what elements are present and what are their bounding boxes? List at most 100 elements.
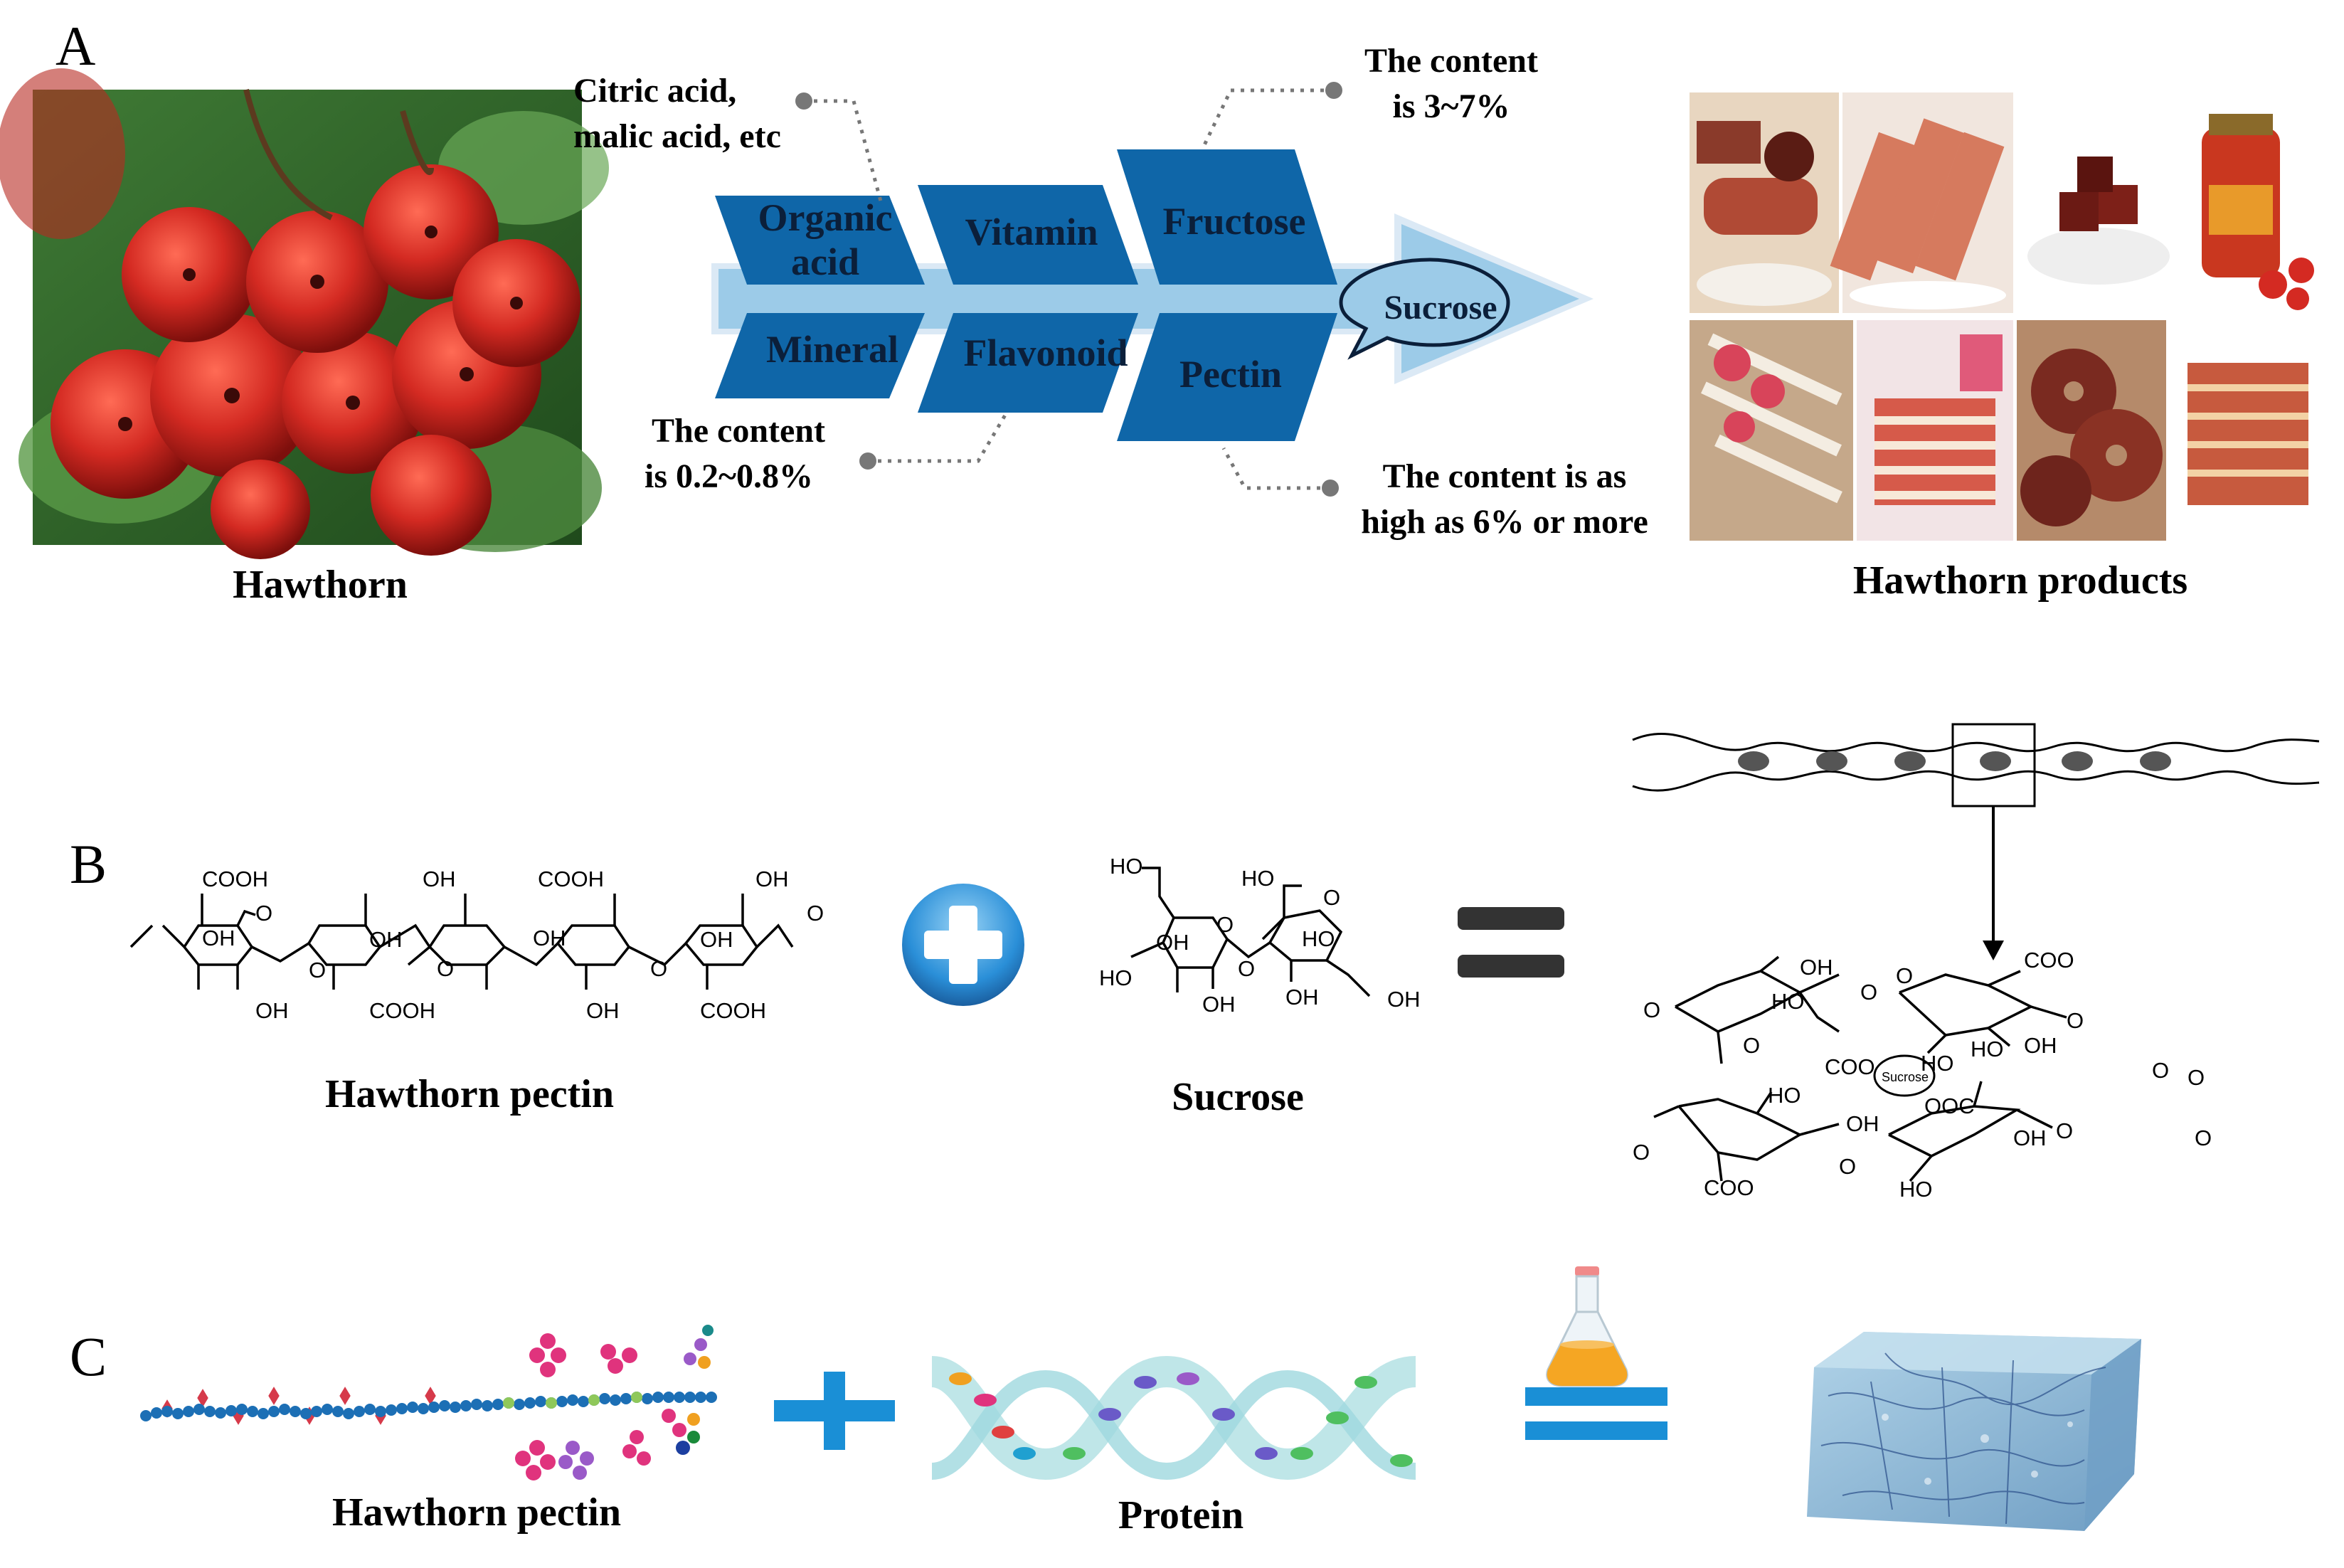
panel-label-b: B [70, 833, 107, 895]
chevron-label-organic-acid: Organic acid [758, 196, 893, 283]
note-organic-acid-line1: Citric acid, [573, 72, 737, 110]
pectin-label-cooh-1: COOH [202, 867, 268, 891]
chevron-fructose [1117, 149, 1337, 285]
note-mineral-line1: The content [652, 412, 825, 450]
sucrose-label-o-2: O [1323, 885, 1340, 910]
pectin-label-o-1: O [255, 901, 272, 926]
chevron-organic-acid [715, 196, 925, 285]
equals-icon-c [1525, 1387, 1667, 1440]
equals-icon-b [1458, 907, 1564, 978]
chevron-mineral [715, 313, 925, 398]
pectin-label-cooh-3: COOH [369, 998, 435, 1023]
complex-label-ho-4: HO [1768, 1083, 1801, 1108]
sucrose-label-ho-2: HO [1241, 866, 1275, 891]
note-mineral: The content is 0.2~0.8% [645, 408, 872, 499]
sucrose-label-o-3: O [1238, 956, 1255, 981]
sucrose-label-oh-2: OH [1202, 992, 1236, 1017]
note-mineral-line2: is 0.2~0.8% [645, 457, 813, 495]
sucrose-beads [1738, 751, 2171, 771]
protein-caption: Protein [1118, 1493, 1244, 1537]
hawthorn-products-caption: Hawthorn products [1852, 558, 2188, 603]
panel-label-c: C [70, 1325, 107, 1387]
gel-network-strand [1632, 732, 2320, 792]
pectin-label-oh-3: OH [202, 926, 235, 950]
complex-label-o-10: O [2187, 1065, 2205, 1090]
product-photo-5 [1690, 320, 1853, 541]
complex-label-o-1: O [1860, 980, 1877, 1005]
chevron-label-sucrose: Sucrose [1384, 289, 1497, 327]
complex-label-oh-2: OH [2024, 1033, 2057, 1058]
hawthorn-pectin-caption-b: Hawthorn pectin [325, 1072, 614, 1116]
hawthorn-caption: Hawthorn [233, 563, 408, 607]
flask-icon [1546, 1266, 1628, 1387]
hawthorn-products-collage [1690, 92, 2323, 541]
chevron-pectin [1117, 313, 1337, 441]
product-photo-2 [1830, 92, 2013, 313]
pectin-label-oh-7: OH [255, 998, 289, 1023]
hawthorn-pectin-caption-c: Hawthorn pectin [332, 1490, 621, 1535]
sucrose-label-ho-3: HO [1302, 926, 1335, 951]
pectin-label-o-2: O [309, 958, 326, 982]
hawthorn-pectin-structure: COOH OH COOH OH O OH OH OH OH O O O O OH… [129, 867, 824, 1023]
hawthorn-pectin-chain [140, 1325, 717, 1480]
sucrose-label-ho-1: HO [1110, 854, 1143, 879]
complex-label-coo-3: COO [1704, 1175, 1754, 1200]
pectin-label-oh-6: OH [700, 927, 733, 952]
annotation-connectors [795, 82, 1342, 497]
complex-label-ooc: OOC [1924, 1093, 1975, 1118]
chevron-label-pectin: Pectin [1179, 353, 1282, 396]
product-photo-3 [2017, 92, 2180, 313]
complex-label-o-6: O [2056, 1118, 2073, 1143]
gel-network-cube [1807, 1332, 2141, 1531]
complex-label-oh-4: OH [2013, 1125, 2047, 1150]
pectin-label-o-3: O [437, 956, 454, 981]
complex-label-coo-2: COO [1825, 1054, 1875, 1079]
complex-label-coo-1: COO [2024, 948, 2074, 973]
note-fructose-line1: The content [1364, 42, 1538, 80]
sucrose-speech-bubble [1339, 258, 1510, 360]
complex-label-oh-1: OH [1800, 955, 1833, 980]
product-photo-4 [2184, 92, 2323, 313]
sucrose-label-oh-4: OH [1387, 987, 1421, 1012]
complex-label-o-3: O [2067, 1008, 2084, 1033]
pectin-label-o-4: O [650, 956, 667, 981]
chevron-label-fructose: Fructose [1162, 200, 1306, 243]
product-photo-7 [2017, 320, 2166, 541]
complex-label-o-4: O [1643, 997, 1660, 1022]
protein-helix [930, 1355, 1417, 1480]
note-organic-acid-line2: malic acid, etc [573, 117, 781, 155]
sucrose-label-oh-3: OH [1285, 985, 1319, 1010]
pectin-label-cooh-4: COOH [700, 998, 766, 1023]
sucrose-label-o-1: O [1216, 912, 1234, 937]
note-pectin: The content is as high as 6% or more [1330, 454, 1679, 545]
pectin-label-oh-1: OH [423, 867, 456, 891]
complex-label-ho-3: HO [1921, 1051, 1954, 1076]
pectin-label-o-5: O [807, 901, 824, 926]
pectin-label-oh-4: OH [369, 927, 403, 952]
components-arrow-diagram [711, 149, 1593, 441]
pectin-backbone [140, 1392, 717, 1421]
sucrose-label-ho-4: HO [1099, 965, 1133, 990]
panel-label-a: A [55, 15, 96, 77]
plus-icon [902, 884, 1024, 1006]
product-photo-6 [1857, 320, 2013, 541]
chevron-flavonoid [918, 313, 1138, 413]
complex-label-o-8: O [1633, 1140, 1650, 1165]
sucrose-structure: HO O HO O OH HO HO O OH OH OH [1099, 854, 1421, 1017]
pectin-label-oh-8: OH [586, 998, 620, 1023]
pectin-sucrose-complex: Sucrose OH O O COO O HO O O COO HO OH HO… [1632, 723, 2320, 1202]
complex-label-o-9: O [2152, 1058, 2169, 1083]
pectin-label-oh-5: OH [533, 926, 566, 950]
complex-label-o-5: O [1743, 1033, 1760, 1058]
complex-label-sucrose: Sucrose [1882, 1070, 1929, 1084]
complex-label-o-7: O [2195, 1125, 2212, 1150]
note-fructose-line2: is 3~7% [1392, 88, 1510, 125]
central-sucrose-ellipse [1873, 1054, 1936, 1097]
chevron-label-flavonoid: Flavonoid [963, 332, 1128, 374]
note-fructose: The content is 3~7% [1337, 38, 1565, 129]
pectin-label-oh-2: OH [755, 867, 789, 891]
note-pectin-line1: The content is as [1382, 457, 1627, 495]
hawthorn-fruit-image [0, 68, 609, 559]
plus-icon-c [774, 1372, 895, 1450]
note-pectin-line2: high as 6% or more [1361, 503, 1648, 541]
